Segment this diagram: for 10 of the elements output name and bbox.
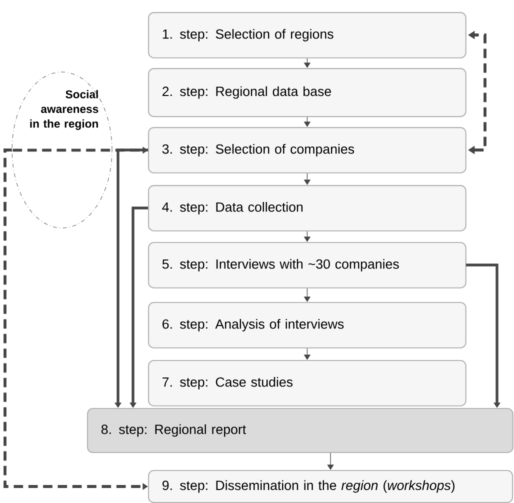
arrow xyxy=(327,452,334,470)
step-box: 5. step: Interviews with ~30 companies xyxy=(148,242,466,288)
step-box: 3. step: Selection of companies xyxy=(148,127,466,174)
step-box: 8. step: Regional report xyxy=(87,408,514,454)
step-box: 6. step: Analysis of interviews xyxy=(148,302,466,348)
step-box: 4. step: Data collection xyxy=(148,185,466,232)
step-box: 1. step: Selection of regions xyxy=(148,12,466,58)
step-box: 9. step: Dissemination in the region (workshops) xyxy=(148,470,514,503)
step-box: 7. step: Case studies xyxy=(148,360,466,406)
step-box: 2. step: Regional data base xyxy=(148,68,466,118)
